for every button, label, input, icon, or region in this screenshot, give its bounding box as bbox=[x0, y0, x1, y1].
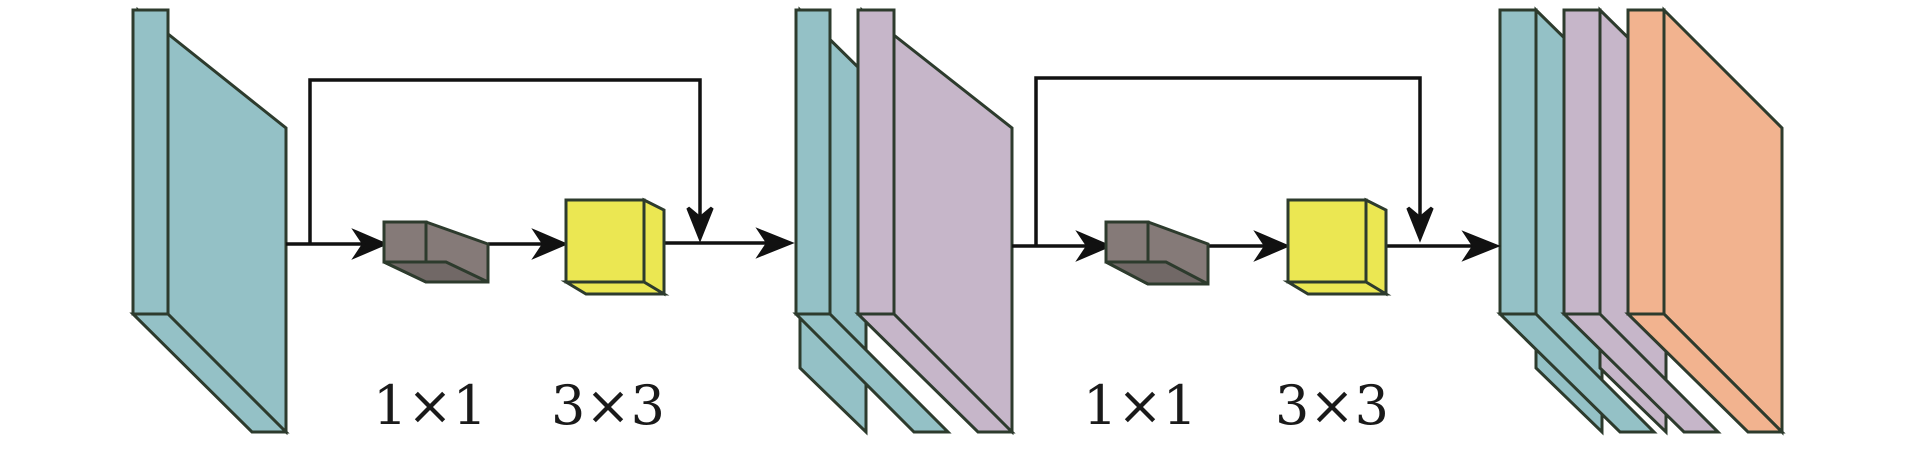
kernel-label-1x1-stage-2: 1×1 bbox=[1083, 374, 1197, 437]
output-feature-map-orange bbox=[1624, 6, 1786, 436]
concat-feature-map-teal bbox=[792, 6, 952, 436]
kernel-label-1x1-stage-1: 1×1 bbox=[373, 374, 487, 437]
conv3x3-block-2 bbox=[1282, 197, 1392, 297]
flow-arrows-stage-1 bbox=[286, 227, 795, 260]
conv3x3-block-1 bbox=[560, 197, 670, 297]
conv1x1-block-1 bbox=[382, 220, 490, 284]
conv1x1-block-2 bbox=[1104, 220, 1210, 286]
input-feature-map bbox=[129, 6, 290, 436]
kernel-label-3x3-stage-1: 3×3 bbox=[551, 374, 665, 437]
concat-feature-map-lilac bbox=[854, 6, 1016, 436]
kernel-label-3x3-stage-2: 3×3 bbox=[1275, 374, 1389, 437]
skip-connection-1 bbox=[308, 78, 714, 243]
skip-connection-2 bbox=[1034, 76, 1434, 246]
flow-arrows-stage-2 bbox=[1012, 230, 1501, 262]
